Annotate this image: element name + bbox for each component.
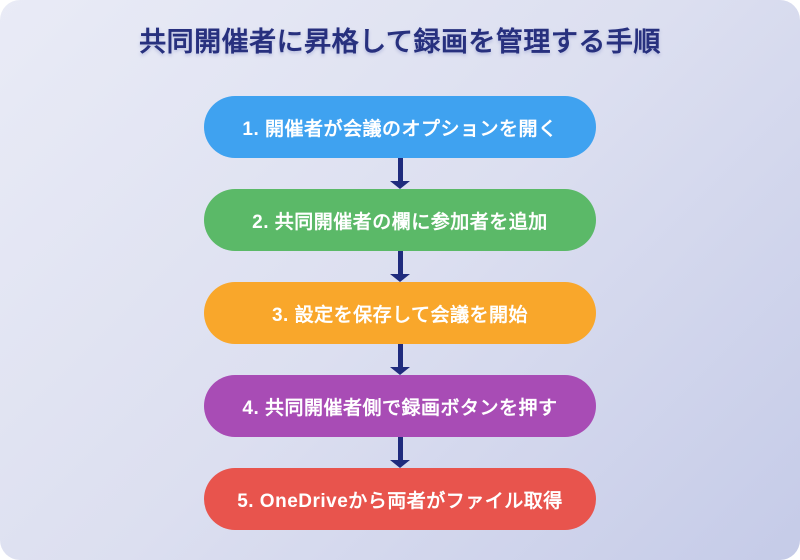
step-box-1: 1. 開催者が会議のオプションを開く bbox=[204, 96, 596, 158]
arrow-head bbox=[390, 181, 410, 189]
arrow-down-icon bbox=[390, 158, 410, 189]
step-label-3: 3. 設定を保存して会議を開始 bbox=[271, 304, 529, 326]
step-label-2: 2. 共同開催者の欄に参加者を追加 bbox=[252, 211, 548, 233]
flowchart: 1. 開催者が会議のオプションを開く 2. 共同開催者の欄に参加者を追加 3. … bbox=[204, 96, 596, 530]
arrow-head bbox=[390, 274, 410, 282]
arrow-stem bbox=[397, 251, 403, 274]
step-label-5: 5. OneDriveから両者がファイル取得 bbox=[237, 490, 563, 512]
arrow-stem bbox=[397, 344, 403, 367]
arrow-down-icon bbox=[390, 251, 410, 282]
step-box-2: 2. 共同開催者の欄に参加者を追加 bbox=[204, 189, 596, 251]
page-title: 共同開催者に昇格して録画を管理する手順 bbox=[139, 27, 661, 57]
step-box-5: 5. OneDriveから両者がファイル取得 bbox=[204, 468, 596, 530]
arrow-down-icon bbox=[390, 344, 410, 375]
arrow-head bbox=[390, 460, 410, 468]
step-label-4: 4. 共同開催者側で録画ボタンを押す bbox=[242, 397, 558, 419]
step-label-1: 1. 開催者が会議のオプションを開く bbox=[242, 118, 558, 140]
arrow-head bbox=[390, 367, 410, 375]
arrow-down-icon bbox=[390, 437, 410, 468]
arrow-stem bbox=[397, 437, 403, 460]
step-box-3: 3. 設定を保存して会議を開始 bbox=[204, 282, 596, 344]
step-box-4: 4. 共同開催者側で録画ボタンを押す bbox=[204, 375, 596, 437]
arrow-stem bbox=[397, 158, 403, 181]
